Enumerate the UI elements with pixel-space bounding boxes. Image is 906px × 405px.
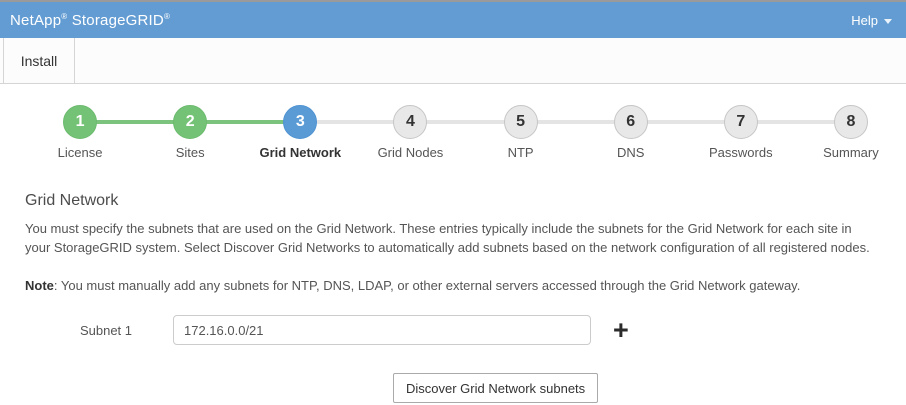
step-circle: 6 <box>613 105 648 139</box>
step-circle: 3 <box>283 105 318 139</box>
step-connector-left <box>355 120 411 124</box>
registered-mark-icon: ® <box>61 11 68 21</box>
wizard-step[interactable]: 3 Grid Network <box>245 105 356 160</box>
step-circle: 4 <box>393 105 428 139</box>
page-title: Grid Network <box>25 192 119 209</box>
wizard-step[interactable]: 6 DNS <box>575 105 686 160</box>
subnet-label: Subnet 1 <box>79 322 132 338</box>
button-row: Discover Grid Network subnets <box>0 373 906 403</box>
step-label: Grid Nodes <box>377 145 444 160</box>
wizard-step[interactable]: 1 License <box>25 105 136 160</box>
note-text: Note: You must manually add any subnets … <box>25 278 906 293</box>
page-description: You must specify the subnets that are us… <box>25 219 906 257</box>
step-connector-left <box>245 120 301 124</box>
help-menu[interactable]: Help <box>851 13 892 28</box>
step-connector-left <box>135 120 191 124</box>
step-connector-right <box>520 120 576 124</box>
wizard-step[interactable]: 8 Summary <box>795 105 906 160</box>
add-subnet-icon[interactable]: + <box>613 315 629 345</box>
brand-title: NetApp® StorageGRID® <box>10 12 170 29</box>
wizard-step[interactable]: 5 NTP <box>465 105 576 160</box>
tab-install-label: Install <box>20 52 58 69</box>
wizard-step[interactable]: 4 Grid Nodes <box>355 105 466 160</box>
step-circle: 1 <box>63 105 98 139</box>
step-circle: 8 <box>833 105 868 139</box>
description-line: You must specify the subnets that are us… <box>25 221 852 236</box>
step-circle: 2 <box>173 105 208 139</box>
subnet-row: Subnet 1 + <box>0 315 906 345</box>
discover-subnets-button[interactable]: Discover Grid Network subnets <box>393 373 599 403</box>
step-label: Passwords <box>709 145 773 160</box>
help-label: Help <box>851 12 878 28</box>
step-label: NTP <box>507 145 534 160</box>
step-connector-right <box>80 120 136 124</box>
top-strip <box>0 0 906 2</box>
step-connector-right <box>740 120 796 124</box>
step-connector-left <box>685 120 741 124</box>
caret-down-icon <box>884 18 892 24</box>
step-connector-left <box>575 120 631 124</box>
wizard-step[interactable]: 2 Sites <box>135 105 246 160</box>
step-label: Summary <box>823 145 879 160</box>
subnet-input[interactable] <box>173 315 591 345</box>
wizard-steps: 1 License 2 Sites 3 Grid Network 4 Grid … <box>25 105 906 160</box>
step-circle: 7 <box>723 105 758 139</box>
step-connector-left <box>465 120 521 124</box>
note-rest: : You must manually add any subnets for … <box>53 278 801 293</box>
note-label: Note <box>25 278 54 293</box>
tab-bar: Install <box>0 38 906 84</box>
step-label: Grid Network <box>259 145 342 160</box>
step-connector-right <box>410 120 466 124</box>
wizard-step[interactable]: 7 Passwords <box>685 105 796 160</box>
description-line: your StorageGRID system. Select Discover… <box>25 240 870 255</box>
step-connector-right <box>300 120 356 124</box>
step-circle: 5 <box>503 105 538 139</box>
step-connector-right <box>630 120 686 124</box>
step-label: License <box>57 145 103 160</box>
brand-name2: StorageGRID <box>71 11 164 29</box>
step-label: DNS <box>616 145 645 160</box>
step-connector-right <box>190 120 246 124</box>
step-label: Sites <box>175 145 205 160</box>
brand-name1: NetApp <box>10 11 62 29</box>
registered-mark-icon: ® <box>163 11 171 21</box>
step-connector-left <box>795 120 851 124</box>
app-header: NetApp® StorageGRID® Help <box>0 2 906 38</box>
tab-install[interactable]: Install <box>3 38 75 83</box>
